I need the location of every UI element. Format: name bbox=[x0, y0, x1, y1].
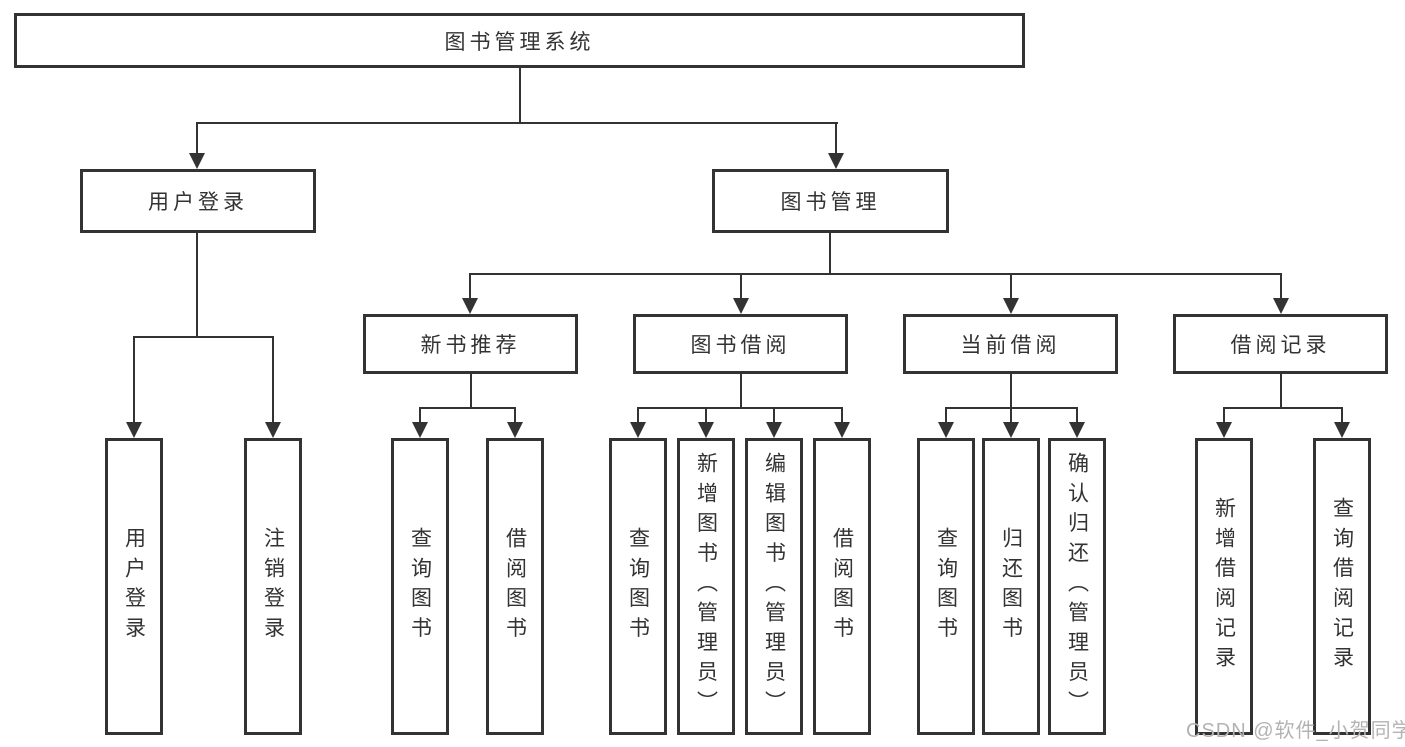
connector-hline bbox=[469, 273, 1282, 275]
leaf-label: 编辑图书（管理员） bbox=[762, 452, 786, 721]
arrow-down-icon bbox=[1216, 422, 1232, 438]
node-root-label: 图书管理系统 bbox=[444, 30, 595, 54]
arrow-down-icon bbox=[412, 422, 428, 438]
connector-vline bbox=[1280, 273, 1282, 299]
connector-vline bbox=[419, 407, 421, 424]
leaf-record-add: 新增借阅记录 bbox=[1195, 438, 1253, 735]
node-borrow-record-label: 借阅记录 bbox=[1230, 334, 1331, 357]
leaf-current-return: 归还图书 bbox=[982, 438, 1040, 735]
arrow-down-icon bbox=[189, 153, 205, 169]
connector-vline bbox=[1010, 273, 1012, 299]
csdn-watermark: CSDN @软件_小贺同学 bbox=[1186, 720, 1405, 742]
arrow-down-icon bbox=[1003, 422, 1019, 438]
connector-vline bbox=[514, 407, 516, 424]
connector-hline bbox=[1223, 407, 1343, 409]
arrow-down-icon bbox=[126, 422, 142, 438]
node-new-book-recommend-label: 新书推荐 bbox=[420, 334, 521, 357]
leaf-current-confirm-admin: 确认归还（管理员） bbox=[1048, 438, 1106, 735]
connector-vline bbox=[829, 233, 831, 273]
leaf-label: 归还图书 bbox=[999, 526, 1023, 647]
node-root: 图书管理系统 bbox=[14, 13, 1025, 68]
node-current-borrow: 当前借阅 bbox=[903, 314, 1118, 374]
leaf-label: 查询图书 bbox=[408, 526, 432, 647]
arrow-down-icon bbox=[1273, 298, 1289, 314]
connector-vline bbox=[1010, 407, 1012, 424]
node-book-borrow: 图书借阅 bbox=[633, 314, 848, 374]
connector-vline bbox=[705, 407, 707, 424]
connector-vline bbox=[740, 273, 742, 299]
arrow-down-icon bbox=[630, 422, 646, 438]
leaf-borrow-query: 查询图书 bbox=[609, 438, 667, 735]
arrow-down-icon bbox=[766, 422, 782, 438]
arrow-down-icon bbox=[1334, 422, 1350, 438]
arrow-down-icon bbox=[1069, 422, 1085, 438]
connector-vline bbox=[1341, 407, 1343, 424]
connector-vline bbox=[519, 68, 521, 122]
node-borrow-record: 借阅记录 bbox=[1173, 314, 1388, 374]
leaf-newbook-query: 查询图书 bbox=[391, 438, 449, 735]
connector-vline bbox=[835, 122, 837, 154]
arrow-down-icon bbox=[733, 298, 749, 314]
connector-vline bbox=[945, 407, 947, 424]
connector-vline bbox=[196, 233, 198, 336]
node-new-book-recommend: 新书推荐 bbox=[363, 314, 578, 374]
leaf-label: 查询图书 bbox=[934, 526, 958, 647]
connector-vline bbox=[1280, 374, 1282, 407]
connector-vline bbox=[740, 374, 742, 407]
connector-vline bbox=[637, 407, 639, 424]
leaf-logout: 注销登录 bbox=[244, 438, 302, 735]
connector-vline bbox=[1010, 374, 1012, 407]
leaf-label: 借阅图书 bbox=[503, 526, 527, 647]
node-current-borrow-label: 当前借阅 bbox=[960, 334, 1061, 357]
connector-hline bbox=[133, 336, 274, 338]
leaf-record-query: 查询借阅记录 bbox=[1313, 438, 1371, 735]
connector-vline bbox=[196, 122, 198, 154]
arrow-down-icon bbox=[265, 422, 281, 438]
arrow-down-icon bbox=[938, 422, 954, 438]
leaf-current-query: 查询图书 bbox=[917, 438, 975, 735]
connector-vline bbox=[470, 374, 472, 407]
leaf-label: 确认归还（管理员） bbox=[1065, 452, 1089, 721]
leaf-newbook-borrow: 借阅图书 bbox=[486, 438, 544, 735]
leaf-user-login: 用户登录 bbox=[105, 438, 163, 735]
node-book-mgmt-label: 图书管理 bbox=[780, 191, 881, 214]
leaf-borrow-edit-admin: 编辑图书（管理员） bbox=[745, 438, 803, 735]
leaf-label: 查询图书 bbox=[626, 526, 650, 647]
leaf-borrow-add-admin: 新增图书（管理员） bbox=[677, 438, 735, 735]
arrow-down-icon bbox=[698, 422, 714, 438]
connector-vline bbox=[133, 336, 135, 424]
connector-vline bbox=[841, 407, 843, 424]
leaf-borrow-borrow: 借阅图书 bbox=[813, 438, 871, 735]
connector-vline bbox=[1076, 407, 1078, 424]
leaf-label: 注销登录 bbox=[261, 526, 285, 647]
leaf-label: 查询借阅记录 bbox=[1330, 497, 1354, 676]
leaf-label: 借阅图书 bbox=[830, 526, 854, 647]
leaf-label: 用户登录 bbox=[122, 526, 146, 647]
connector-hline bbox=[419, 407, 516, 409]
connector-hline bbox=[196, 122, 838, 124]
node-book-borrow-label: 图书借阅 bbox=[690, 334, 791, 357]
connector-vline bbox=[272, 336, 274, 424]
connector-vline bbox=[773, 407, 775, 424]
arrow-down-icon bbox=[828, 153, 844, 169]
node-user-login-label: 用户登录 bbox=[148, 191, 248, 214]
connector-vline bbox=[1223, 407, 1225, 424]
connector-vline bbox=[469, 273, 471, 299]
node-user-login: 用户登录 bbox=[80, 169, 316, 233]
leaf-label: 新增借阅记录 bbox=[1212, 497, 1236, 676]
arrow-down-icon bbox=[507, 422, 523, 438]
arrow-down-icon bbox=[834, 422, 850, 438]
arrow-down-icon bbox=[1003, 298, 1019, 314]
leaf-label: 新增图书（管理员） bbox=[694, 452, 718, 721]
connector-hline bbox=[637, 407, 843, 409]
node-book-mgmt: 图书管理 bbox=[712, 169, 949, 233]
arrow-down-icon bbox=[462, 298, 478, 314]
